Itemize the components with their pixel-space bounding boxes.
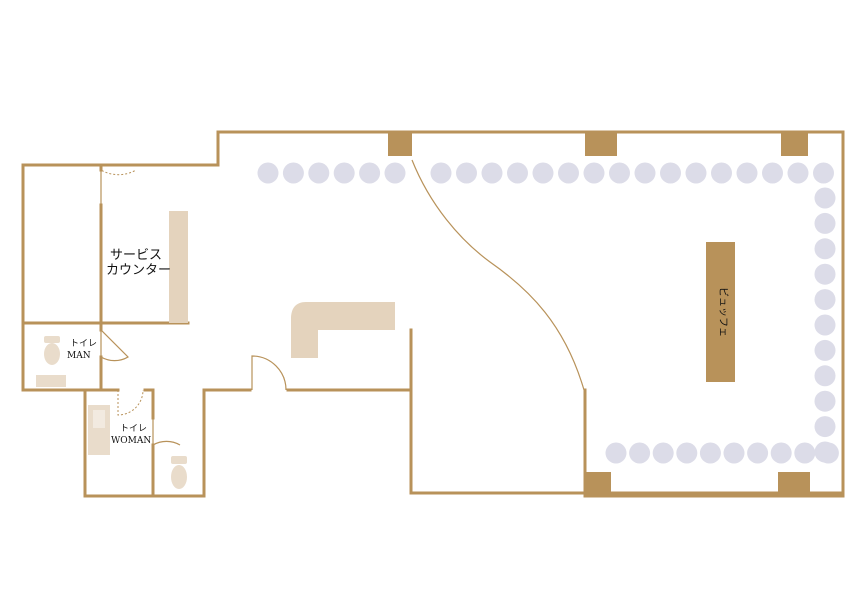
seat — [770, 442, 792, 464]
service-counter — [169, 211, 188, 323]
hall-bottom-wall — [409, 491, 845, 498]
column — [388, 132, 412, 156]
seat — [629, 442, 651, 464]
service-area-wall — [21, 163, 252, 498]
buffet-table — [706, 242, 735, 382]
seat — [583, 162, 605, 184]
toilet-man-bowl — [44, 343, 60, 365]
seat — [723, 442, 745, 464]
toilet-man-label: MAN — [67, 351, 91, 361]
columns — [388, 132, 810, 496]
seat — [532, 162, 554, 184]
toilet-man-tank — [44, 336, 60, 343]
seat — [814, 339, 836, 361]
seat — [711, 162, 732, 184]
seat — [634, 162, 656, 184]
seat — [762, 162, 783, 184]
seat — [384, 162, 406, 184]
seat — [699, 442, 721, 464]
seat — [507, 162, 528, 184]
hall-curved-partition — [411, 159, 585, 391]
buffet-label: ビュッフェ — [717, 287, 729, 337]
seat — [282, 162, 304, 184]
toilet-woman-bowl — [171, 465, 187, 489]
column — [585, 472, 611, 496]
seat — [652, 442, 674, 464]
seat — [605, 442, 627, 464]
seat — [814, 212, 836, 234]
fixtures — [36, 336, 187, 489]
seat — [676, 442, 698, 464]
seat — [747, 442, 769, 464]
walls — [21, 130, 845, 498]
seat — [814, 365, 836, 387]
seat — [814, 263, 836, 285]
toilet-woman-door — [117, 389, 144, 416]
doors — [100, 169, 287, 447]
seats — [257, 162, 839, 464]
seat — [660, 162, 681, 184]
service-door — [100, 169, 137, 205]
seat — [736, 162, 758, 184]
service-counter-label: サービス — [110, 248, 162, 263]
seat — [794, 442, 816, 464]
column — [781, 132, 808, 156]
toilet-woman-label: トイレ — [120, 424, 147, 434]
toilet-man-door — [100, 328, 129, 362]
seat — [817, 442, 839, 464]
toilet-woman-tank — [171, 456, 187, 464]
entrance-door — [251, 355, 287, 391]
seat — [787, 162, 809, 184]
seat — [558, 162, 579, 184]
seat — [333, 162, 355, 184]
seat — [359, 162, 381, 184]
seat — [814, 187, 836, 209]
seat — [814, 314, 836, 336]
seat — [609, 162, 630, 184]
seat — [481, 162, 503, 184]
seat — [814, 390, 836, 412]
column — [585, 132, 617, 156]
column — [778, 472, 810, 496]
service-counter-label: カウンター — [106, 263, 171, 278]
seat — [685, 162, 707, 184]
seat — [456, 162, 477, 184]
sink-woman — [88, 405, 110, 455]
seat — [813, 162, 834, 184]
toilet-woman-stall-door — [152, 418, 181, 447]
seat — [308, 162, 330, 184]
sink-man — [36, 375, 66, 387]
toilet-man-label: トイレ — [70, 339, 97, 349]
seat — [814, 416, 836, 438]
sink-woman-basin — [93, 410, 105, 428]
seat — [430, 162, 452, 184]
seat — [257, 162, 279, 184]
seat — [814, 238, 836, 260]
seat — [814, 289, 836, 311]
toilet-woman-label: WOMAN — [111, 436, 151, 446]
l-shaped-counter — [291, 302, 395, 358]
